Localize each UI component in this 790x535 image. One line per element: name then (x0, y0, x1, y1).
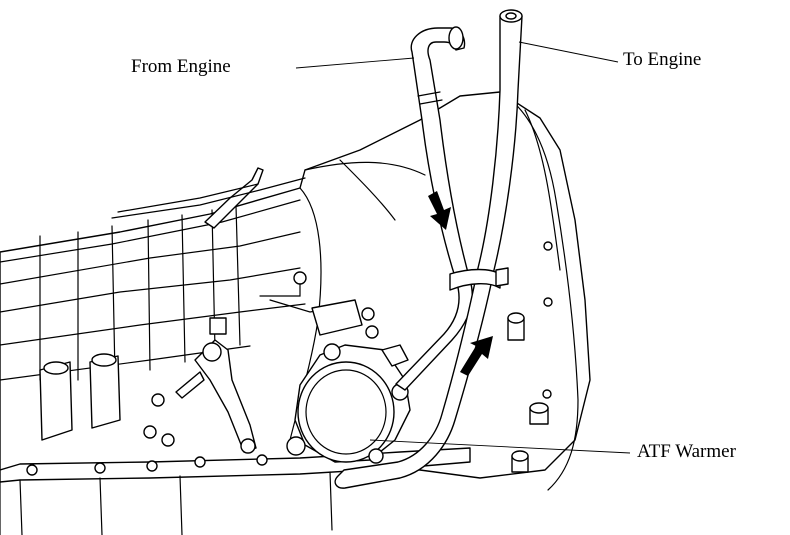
selector-lever-assembly (39, 271, 379, 454)
label-to-engine: To Engine (623, 49, 702, 70)
flow-arrow-up (460, 336, 493, 376)
leader-line-from-engine (295, 57, 415, 69)
label-atf-warmer: ATF Warmer (637, 441, 736, 462)
label-from-engine: From Engine (131, 56, 231, 77)
atf-warmer-unit (286, 343, 411, 464)
leader-line-to-engine (518, 41, 619, 63)
hose-to-engine (334, 9, 523, 489)
bell-housing (499, 91, 579, 491)
flow-arrow-down (428, 191, 451, 230)
hose-clamp (449, 267, 509, 291)
leader-line-atf-warmer (369, 439, 631, 454)
